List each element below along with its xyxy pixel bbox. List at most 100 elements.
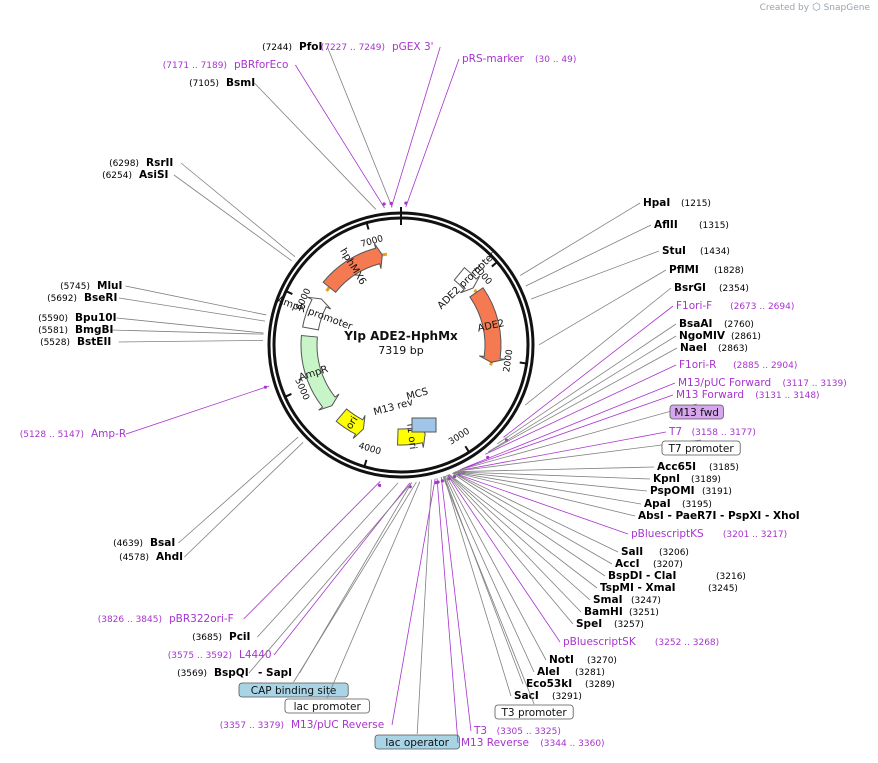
enzyme-label-alei[interactable]: AleI <box>537 666 560 678</box>
enzyme-label-pfoi[interactable]: PfoI <box>299 41 322 53</box>
enzyme-label-rsrii[interactable]: RsrII <box>146 157 173 169</box>
label-box-cap-binding-site[interactable] <box>238 682 349 698</box>
primer-label-m13-puc-reverse[interactable]: M13/pUC Reverse <box>291 719 384 731</box>
enzyme-label-spei[interactable]: SpeI <box>576 618 602 630</box>
primer-label-m13-reverse[interactable]: M13 Reverse <box>461 737 529 749</box>
enzyme-label-bsaai[interactable]: BsaAI <box>679 318 712 330</box>
primer-label-f1ori-r[interactable]: F1ori-R <box>679 359 716 371</box>
primer-label-l4440[interactable]: L4440 <box>239 649 272 661</box>
coord-label: (2863) <box>718 344 748 354</box>
primer-label-t7[interactable]: T7 <box>668 426 682 438</box>
feature-tag-t7-promoter[interactable]: T7 promoter <box>668 443 735 455</box>
enzyme-label-mlui[interactable]: MluI <box>97 280 122 292</box>
enzyme-label-acc65i[interactable]: Acc65I <box>657 461 696 473</box>
coord-label: (3117 .. 3139) <box>783 379 847 389</box>
leader-line <box>326 481 421 699</box>
enzyme-label-bpu10i[interactable]: Bpu10I <box>75 312 117 324</box>
feature-arrow-ampr[interactable] <box>300 334 340 411</box>
primer-label-f1ori-f[interactable]: F1ori-F <box>676 300 712 312</box>
primer-label-pbluescriptsk[interactable]: pBluescriptSK <box>563 636 637 648</box>
primer-label-prs-marker[interactable]: pRS-marker <box>462 53 525 65</box>
enzyme-label-stui[interactable]: StuI <box>662 245 686 257</box>
coord-label: (3270) <box>587 656 617 666</box>
enzyme-label-aflii[interactable]: AflII <box>654 219 678 231</box>
feature-arrow-ade2[interactable] <box>469 287 506 363</box>
primer-label-m13-puc-forward[interactable]: M13/pUC Forward <box>678 377 771 389</box>
enzyme-label-tspmi-xmai[interactable]: TspMI - XmaI <box>600 582 676 594</box>
enzyme-label-pflmi[interactable]: PflMI <box>669 264 699 276</box>
mcs-box[interactable] <box>411 417 437 433</box>
enzyme-label-ngomiv[interactable]: NgoMIV <box>679 330 726 342</box>
enzyme-label-bseri[interactable]: BseRI <box>84 292 117 304</box>
primer-label-pbrforeco[interactable]: pBRforEco <box>234 59 288 71</box>
feature-tag-lac-promoter[interactable]: lac promoter <box>294 701 362 713</box>
primer-label-amp-r[interactable]: Amp-R <box>91 428 126 440</box>
leader-line <box>125 385 270 435</box>
label-box-t7-promoter[interactable] <box>661 440 741 456</box>
label-box-lac-operator[interactable] <box>374 734 460 750</box>
label-box-m13-fwd[interactable] <box>669 404 724 420</box>
enzyme-label-bsteii[interactable]: BstEII <box>77 336 111 348</box>
enzyme-label-bsrgi[interactable]: BsrGI <box>674 282 706 294</box>
primer-label-pbluescriptks[interactable]: pBluescriptKS <box>631 528 704 540</box>
coord-label: (3245) <box>708 584 738 594</box>
enzyme-label-bspdi-clai[interactable]: BspDI - ClaI <box>608 570 676 582</box>
coord-label: (3357 .. 3379) <box>220 721 284 731</box>
primer-label-pbr322ori-f[interactable]: pBR322ori-F <box>169 613 234 625</box>
label-box-t3-promoter[interactable] <box>494 704 574 720</box>
enzyme-label-asisi[interactable]: AsiSI <box>139 169 168 181</box>
enzyme-label-saci[interactable]: SacI <box>514 690 539 702</box>
enzyme-label-naei[interactable]: NaeI <box>680 342 707 354</box>
enzyme-label-noti[interactable]: NotI <box>549 654 574 666</box>
feature-tag-lac-operator[interactable]: lac operator <box>385 737 449 749</box>
coord-label: (2885 .. 2904) <box>733 361 797 371</box>
coord-label: (3252 .. 3268) <box>655 638 719 648</box>
enzyme-label-pspomi[interactable]: PspOMI <box>650 485 695 497</box>
leader-line <box>391 46 441 208</box>
coord-label: (3158 .. 3177) <box>692 428 756 438</box>
coord-label: (3291) <box>552 692 582 702</box>
feature-arrow-hphmx6[interactable] <box>322 243 383 293</box>
enzyme-label-smai[interactable]: SmaI <box>593 594 623 606</box>
enzyme-label-ahdi[interactable]: AhdI <box>156 551 183 563</box>
enzyme-label-bmgbi[interactable]: BmgBI <box>75 324 113 336</box>
enzyme-label-kpni[interactable]: KpnI <box>653 473 680 485</box>
label-box-lac-promoter[interactable] <box>284 698 370 714</box>
primer-site-marker <box>452 474 457 479</box>
enzyme-label-apai[interactable]: ApaI <box>644 498 671 510</box>
feature-tag-t3-promoter[interactable]: T3 promoter <box>501 707 568 719</box>
primer-label-t3[interactable]: T3 <box>473 725 487 737</box>
enzyme-label-pcii[interactable]: PciI <box>229 631 250 643</box>
feature-arrow-ori[interactable] <box>335 408 366 439</box>
leader-line <box>109 329 264 335</box>
primer-label-m13-forward[interactable]: M13 Forward <box>676 389 744 401</box>
feature-arrow-ade2-promoter[interactable] <box>453 266 481 294</box>
feature-tag-cap-binding-site[interactable]: CAP binding site <box>251 685 337 697</box>
enzyme-label-absi-paer7i-pspxi-xhoi[interactable]: AbsI - PaeR7I - PspXI - XhoI <box>638 510 800 522</box>
enzyme-label-eco53ki[interactable]: Eco53kI <box>526 678 572 690</box>
enzyme-label-hpai[interactable]: HpaI <box>643 197 670 209</box>
tick-mark <box>285 290 293 295</box>
enzyme-label-bsmi[interactable]: BsmI <box>226 77 255 89</box>
enzyme-label-bsai[interactable]: BsaI <box>150 537 175 549</box>
leader-line <box>447 474 574 625</box>
primer-label-pgex-3[interactable]: pGEX 3' <box>392 41 434 53</box>
enzyme-label-bspqi[interactable]: BspQI <box>214 667 249 679</box>
tick-mark <box>363 459 368 467</box>
leader-line <box>440 476 472 732</box>
leader-line <box>293 481 417 683</box>
leader-line <box>454 471 642 505</box>
leader-line <box>461 382 676 470</box>
enzyme-label-sali[interactable]: SalI <box>621 546 643 558</box>
enzyme-label-bamhi[interactable]: BamHI <box>584 606 623 618</box>
coord-label: (4578) <box>119 553 149 563</box>
leader-line <box>443 475 524 685</box>
tick-label: 7000 <box>360 234 385 250</box>
enzyme-label-sapi[interactable]: - SapI <box>258 667 292 679</box>
labels-group: PfoI(7244)pGEX 3'(7227 .. 7249)pRS-marke… <box>20 41 847 750</box>
enzyme-label-acci[interactable]: AccI <box>615 558 639 570</box>
feature-tag-m13-fwd[interactable]: M13 fwd <box>674 407 719 419</box>
coord-label: (3251) <box>629 608 659 618</box>
feature-arrow-ampr-promoter[interactable] <box>302 296 332 331</box>
